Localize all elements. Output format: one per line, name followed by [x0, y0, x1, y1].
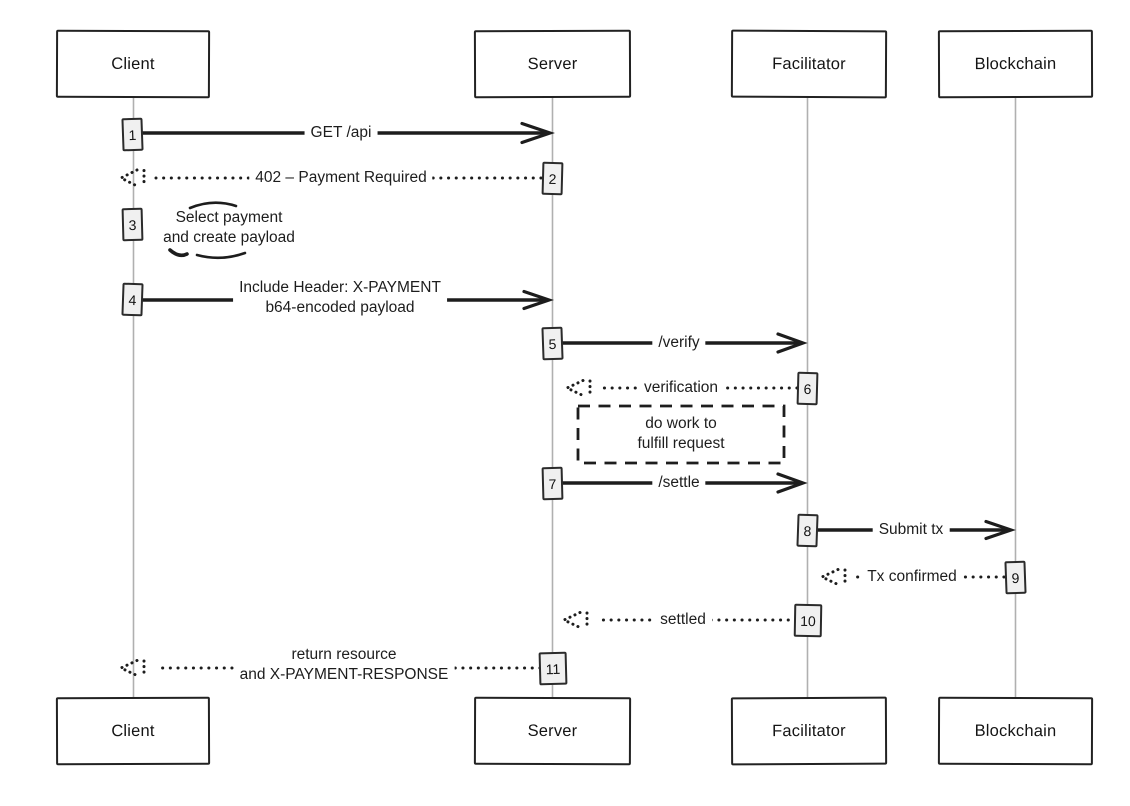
- step-badge-2: 2: [541, 161, 563, 195]
- actor-client-bottom: Client: [55, 696, 211, 766]
- actor-label: Client: [111, 721, 155, 740]
- actor-label: Facilitator: [772, 54, 846, 73]
- actor-server-bottom: Server: [473, 696, 632, 766]
- note-text: do work to fulfill request: [637, 415, 725, 452]
- actor-label: Client: [111, 54, 155, 73]
- step-badge-10: 10: [793, 603, 822, 638]
- actor-blockchain-bottom: Blockchain: [937, 696, 1094, 766]
- step-badge-4: 4: [121, 282, 144, 316]
- message-5-label: /verify: [652, 333, 706, 353]
- message-4-label: Include Header: X-PAYMENT b64-encoded pa…: [233, 278, 447, 318]
- message-2-label: 402 – Payment Required: [249, 168, 433, 188]
- message-10-label: settled: [654, 610, 712, 630]
- actor-label: Server: [527, 721, 578, 740]
- actor-facilitator-bottom: Facilitator: [730, 696, 888, 766]
- actor-label: Blockchain: [974, 54, 1057, 73]
- message-3-label: Select payment and create payload: [163, 209, 295, 246]
- actor-label: Server: [527, 54, 578, 73]
- actor-client-top: Client: [55, 29, 211, 99]
- actor-label: Facilitator: [772, 721, 846, 740]
- step-badge-9: 9: [1003, 560, 1027, 594]
- step-badge-3: 3: [121, 207, 143, 241]
- message-9-label: Tx confirmed: [861, 567, 963, 587]
- step-badge-6: 6: [796, 371, 818, 405]
- message-10-arrow: [560, 611, 798, 629]
- step-badge-1: 1: [120, 117, 144, 151]
- message-7-label: /settle: [652, 473, 706, 493]
- note-box: [576, 404, 786, 465]
- message-11-arrow: [117, 659, 542, 677]
- step-badge-7: 7: [541, 466, 563, 501]
- message-6-arrow: [563, 379, 799, 397]
- message-3-self-strokes: [168, 201, 247, 260]
- actor-server-top: Server: [473, 29, 632, 99]
- actor-label: Blockchain: [974, 721, 1057, 740]
- actor-facilitator-top: Facilitator: [730, 29, 888, 99]
- message-6-label: verification: [637, 378, 725, 398]
- actor-blockchain-top: Blockchain: [937, 29, 1094, 99]
- step-badge-5: 5: [540, 326, 564, 360]
- message-1-label: GET /api: [304, 123, 378, 143]
- message-11-label: return resource and X-PAYMENT-RESPONSE: [233, 645, 455, 685]
- step-badge-8: 8: [795, 513, 819, 548]
- message-8-label: Submit tx: [872, 520, 950, 540]
- step-badge-11: 11: [538, 651, 568, 685]
